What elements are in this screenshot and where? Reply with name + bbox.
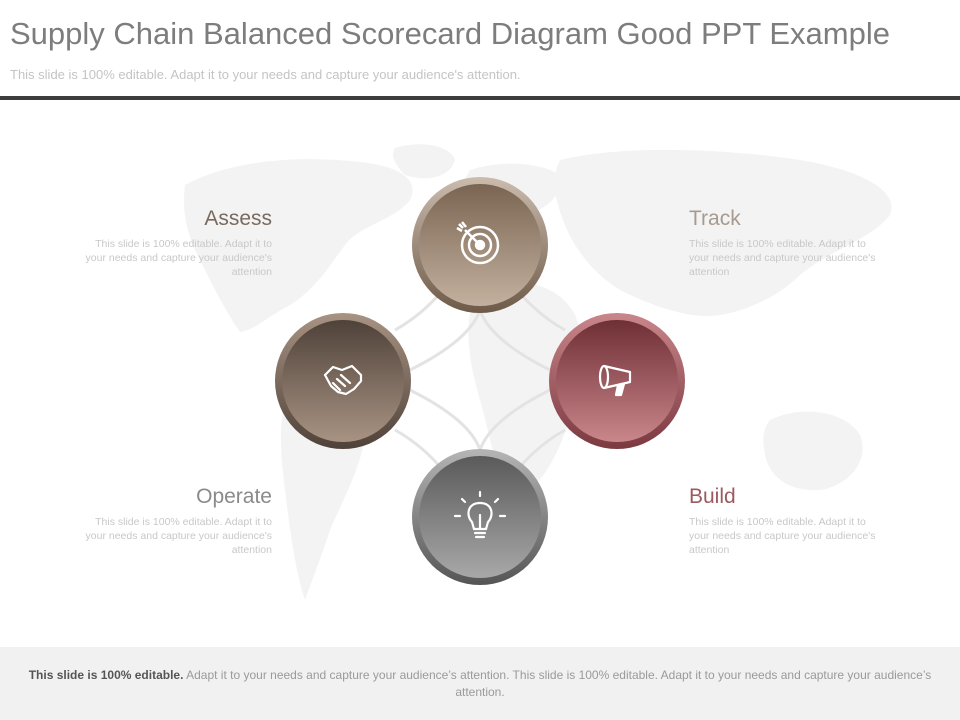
node-megaphone[interactable] (549, 313, 685, 449)
footer-bar: This slide is 100% editable. Adapt it to… (0, 647, 960, 720)
label-track-title: Track (689, 207, 741, 230)
arc-top-right-inner (478, 309, 551, 372)
footer-bold-text: This slide is 100% editable. (28, 668, 184, 682)
node-target[interactable] (412, 177, 548, 313)
map-asia (554, 149, 892, 316)
label-track: Track This slide is 100% editable. Adapt… (689, 207, 889, 279)
node-lightbulb[interactable] (412, 449, 548, 585)
footer-body-text: Adapt it to your needs and capture your … (183, 668, 932, 699)
label-operate: Operate This slide is 100% editable. Ada… (72, 485, 272, 557)
map-australia (763, 411, 863, 491)
label-track-text: This slide is 100% editable. Adapt it to… (689, 238, 876, 278)
handshake-icon (323, 364, 363, 396)
label-build-title: Build (689, 485, 736, 508)
label-assess-title: Assess (204, 207, 272, 230)
lightbulb-icon (453, 490, 507, 539)
map-greenland (393, 144, 455, 179)
megaphone-icon (598, 364, 632, 397)
label-assess: Assess This slide is 100% editable. Adap… (72, 207, 272, 279)
label-assess-text: This slide is 100% editable. Adapt it to… (85, 238, 272, 278)
slide-title: Supply Chain Balanced Scorecard Diagram … (10, 16, 890, 51)
slide-subtitle: This slide is 100% editable. Adapt it to… (10, 67, 521, 82)
target-icon (456, 221, 500, 265)
arc-bottom-right-inner (478, 388, 551, 451)
node-handshake[interactable] (275, 313, 411, 449)
title-divider (0, 96, 960, 100)
world-map-background (184, 144, 892, 600)
footer-text: This slide is 100% editable. Adapt it to… (20, 667, 940, 701)
arc-top-left-inner (409, 309, 482, 372)
label-build: Build This slide is 100% editable. Adapt… (689, 485, 889, 557)
label-operate-title: Operate (196, 485, 272, 508)
arc-bottom-left-inner (409, 388, 482, 451)
label-build-text: This slide is 100% editable. Adapt it to… (689, 516, 876, 556)
map-north-america (184, 159, 413, 332)
label-operate-text: This slide is 100% editable. Adapt it to… (85, 516, 272, 556)
